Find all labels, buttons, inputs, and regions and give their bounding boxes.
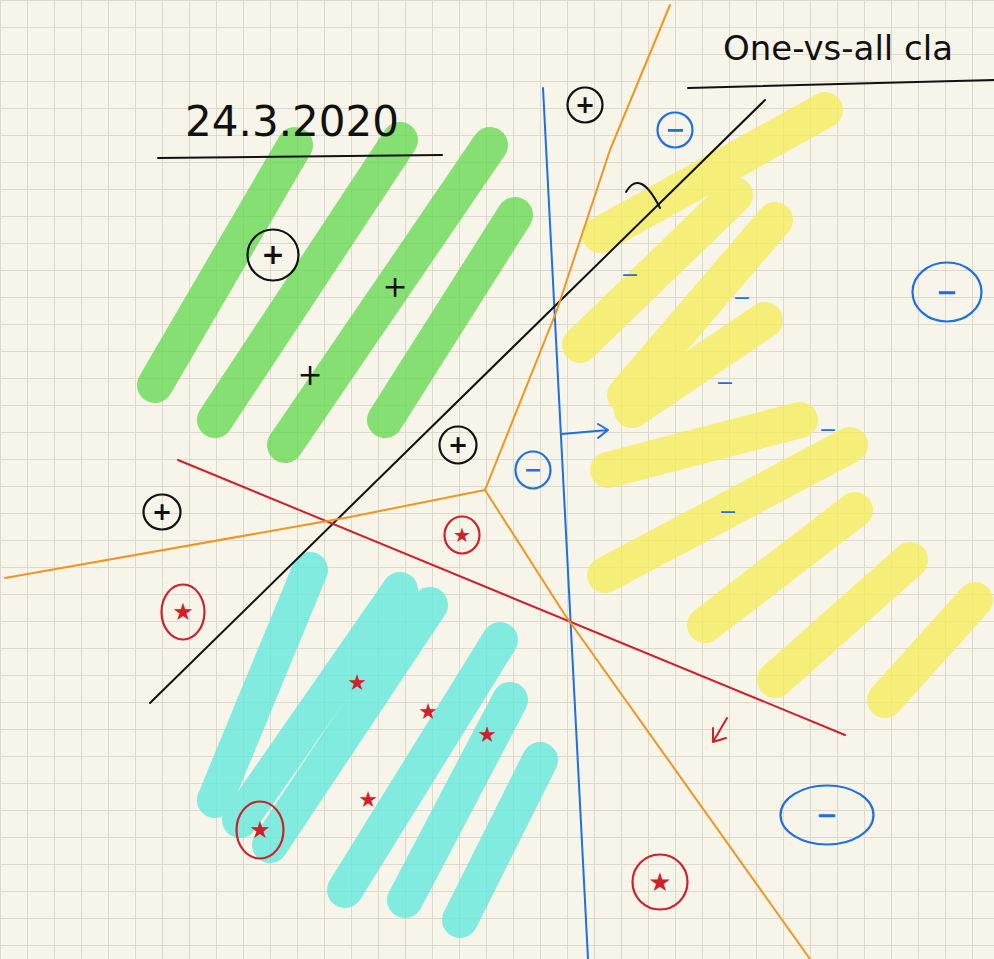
- class-marker-circle: −: [514, 450, 552, 490]
- sample-mark: −: [819, 419, 837, 441]
- circle-outline: [781, 786, 874, 845]
- class-marker-circle: −: [779, 784, 875, 846]
- circle-outline: [162, 585, 205, 640]
- yellow-highlight: [580, 110, 975, 700]
- circle-outline: [633, 855, 688, 910]
- class-symbol: +: [152, 500, 172, 524]
- sample-mark: −: [716, 372, 734, 394]
- class-symbol: −: [524, 459, 542, 481]
- orange-boundary: [485, 5, 670, 490]
- sample-mark: −: [719, 501, 737, 523]
- class-symbol: +: [575, 93, 595, 117]
- class-marker-circle: ★: [631, 853, 689, 911]
- class-symbol: −: [665, 118, 685, 142]
- blue-boundary: [543, 88, 588, 959]
- class-symbol: ★: [648, 869, 671, 895]
- class-symbol: ★: [249, 818, 271, 842]
- circle-outline: [248, 230, 299, 281]
- date-label: 24.3.2020: [185, 101, 399, 143]
- class-marker-circle: +: [142, 493, 182, 531]
- black-boundary: [150, 100, 765, 703]
- orange-boundary: [5, 490, 485, 578]
- sample-mark: ★: [477, 724, 497, 746]
- class-marker-circle: ★: [235, 800, 285, 860]
- title-underline: [688, 80, 994, 88]
- circle-outline: [658, 113, 693, 148]
- class-marker-circle: +: [246, 228, 300, 282]
- circle-outline: [144, 495, 181, 530]
- class-symbol: +: [261, 241, 284, 269]
- direction-arrow: [562, 424, 608, 438]
- class-marker-circle: −: [911, 261, 983, 323]
- class-symbol: +: [448, 433, 468, 457]
- class-symbol: −: [816, 802, 838, 828]
- class-marker-circle: +: [438, 425, 478, 465]
- sample-mark: +: [382, 272, 407, 302]
- sample-mark: +: [297, 360, 322, 390]
- sample-mark: ★: [358, 789, 378, 811]
- page-title: One-vs-all cla: [723, 31, 953, 65]
- sample-mark: −: [733, 287, 751, 309]
- class-marker-circle: −: [656, 111, 694, 149]
- circle-outline: [445, 517, 480, 554]
- class-marker-circle: +: [566, 86, 604, 124]
- orange-boundary: [485, 490, 810, 959]
- cyan-highlight: [215, 570, 540, 920]
- circle-outline: [568, 88, 603, 123]
- direction-mark: [626, 183, 660, 208]
- sample-mark: −: [621, 264, 639, 286]
- class-marker-circle: ★: [443, 515, 481, 555]
- class-symbol: ★: [453, 525, 471, 545]
- sample-mark: ★: [347, 672, 367, 694]
- class-symbol: −: [936, 279, 958, 305]
- circle-outline: [516, 452, 551, 489]
- circle-outline: [440, 427, 477, 464]
- sample-mark: ★: [418, 701, 438, 723]
- circle-outline: [237, 802, 284, 859]
- direction-arrow: [713, 718, 727, 742]
- class-symbol: ★: [172, 600, 194, 624]
- red-boundary: [178, 460, 845, 735]
- date-underline: [158, 155, 442, 158]
- circle-outline: [913, 263, 982, 322]
- class-marker-circle: ★: [160, 583, 206, 641]
